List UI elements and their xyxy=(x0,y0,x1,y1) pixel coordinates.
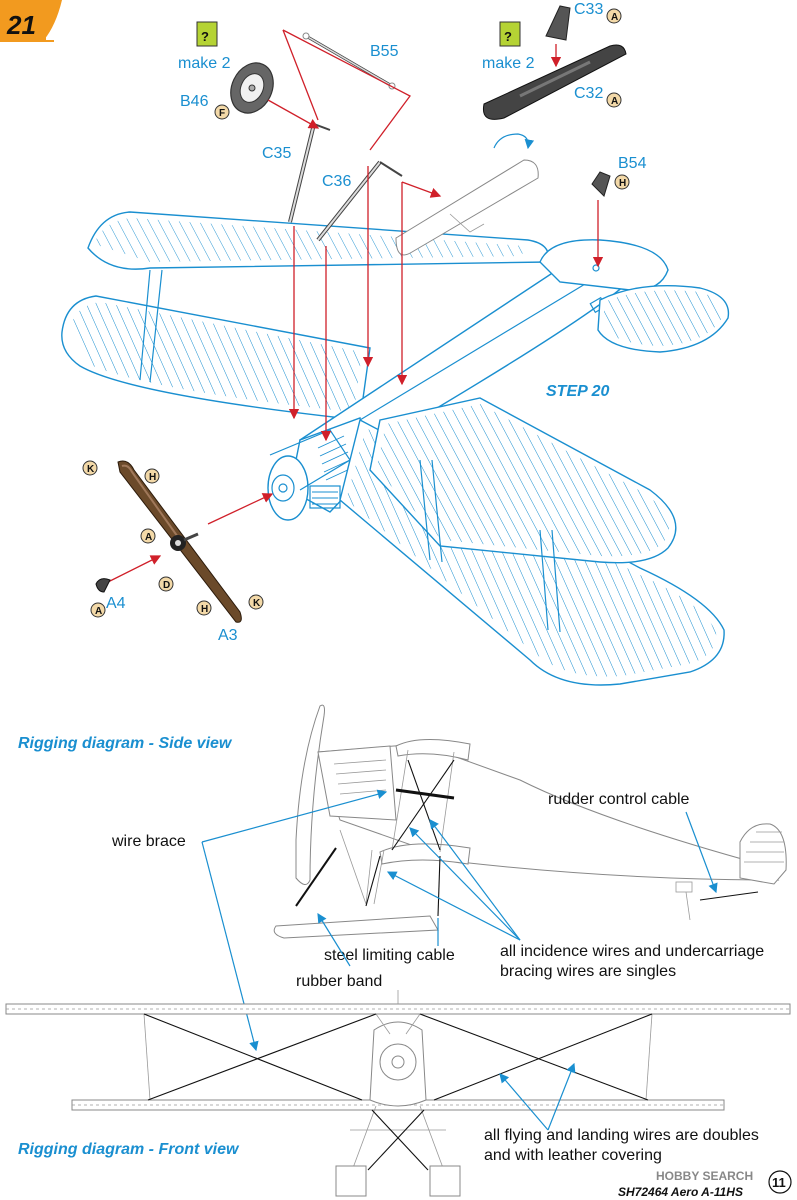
rubber-band-label: rubber band xyxy=(296,973,382,990)
rubber-band-pointer xyxy=(317,912,351,967)
rudder-cable-pointer xyxy=(685,811,718,894)
svg-text:F: F xyxy=(219,108,225,119)
wire-brace-pointer-1 xyxy=(201,789,388,843)
label-b54: B54 xyxy=(618,155,647,172)
flying-line-1: all flying and landing wires are doubles xyxy=(484,1127,759,1144)
svg-text:A: A xyxy=(611,96,618,107)
incidence-line-2: bracing wires are singles xyxy=(500,963,676,980)
svg-text:A: A xyxy=(145,532,152,543)
page-number-badge: 11 xyxy=(768,1170,792,1194)
label-c32: C32 xyxy=(574,85,603,102)
arrow-b46 xyxy=(267,99,320,129)
label-c36: C36 xyxy=(322,173,351,190)
rigging-side-title: Rigging diagram - Side view xyxy=(18,735,233,752)
lower-wing-left xyxy=(61,295,371,421)
part-c36: C36 xyxy=(316,160,403,242)
rigging-front-title: Rigging diagram - Front view xyxy=(18,1141,240,1158)
label-a4: A4 xyxy=(106,595,126,612)
flying-line-2: and with leather covering xyxy=(484,1147,662,1164)
part-c32: C32 xyxy=(482,44,627,120)
red-guides-b55 xyxy=(282,29,411,151)
sub-step-label: STEP 20 xyxy=(546,383,610,400)
paint-badges: F A A H K H A D H K A xyxy=(82,8,630,618)
wire-brace-pointer-2 xyxy=(201,841,259,1052)
part-b55: B55 xyxy=(302,32,399,90)
front-view-aircraft xyxy=(5,990,791,1197)
label-c35: C35 xyxy=(262,145,291,162)
part-b54: B54 xyxy=(591,155,647,197)
flying-wire-pointers xyxy=(499,1062,576,1131)
make2-right: make 2 xyxy=(482,55,535,72)
part-c33: C33 xyxy=(545,1,603,41)
steel-cable-label: steel limiting cable xyxy=(324,947,455,964)
rudder-cable-label: rudder control cable xyxy=(548,791,690,808)
ski-outline xyxy=(395,159,539,256)
side-view-aircraft xyxy=(273,704,787,939)
page-number: 11 xyxy=(772,1175,786,1190)
part-c35: C35 xyxy=(262,123,331,223)
svg-text:K: K xyxy=(87,464,95,475)
svg-text:H: H xyxy=(149,472,156,483)
rotate-arrow xyxy=(493,133,535,150)
svg-text:?: ? xyxy=(201,29,209,44)
svg-text:H: H xyxy=(201,604,208,615)
help-box-right: ? make 2 xyxy=(482,21,535,72)
part-a4-spinner: A4 xyxy=(95,578,126,612)
footer-code: SH72464 Aero A-11HS xyxy=(618,1185,743,1199)
step-number: 21 xyxy=(6,10,36,40)
svg-text:K: K xyxy=(253,598,261,609)
incidence-pointers xyxy=(386,819,521,941)
watermark: HOBBY SEARCH xyxy=(656,1169,753,1183)
svg-text:A: A xyxy=(611,12,618,23)
label-b46: B46 xyxy=(180,93,209,110)
part-b46: B46 xyxy=(180,62,274,114)
part-a3-propeller: A3 xyxy=(117,460,242,644)
upper-wing xyxy=(87,211,550,270)
svg-text:H: H xyxy=(619,178,626,189)
label-b55: B55 xyxy=(370,43,399,60)
svg-text:?: ? xyxy=(504,29,512,44)
interplane-struts xyxy=(139,269,561,633)
incidence-line-1: all incidence wires and undercarriage xyxy=(500,943,764,960)
svg-text:A: A xyxy=(95,606,102,617)
wire-brace-label: wire brace xyxy=(111,833,186,850)
label-c33: C33 xyxy=(574,1,603,18)
upper-wing-right xyxy=(369,397,677,564)
help-box-left: ? make 2 xyxy=(178,21,231,72)
red-down-arrows xyxy=(107,166,604,583)
step-badge: 21 xyxy=(0,0,62,42)
svg-text:D: D xyxy=(163,580,170,591)
label-a3: A3 xyxy=(218,627,238,644)
make2-left: make 2 xyxy=(178,55,231,72)
tail-unit xyxy=(539,239,730,353)
engine-cowl-louvres xyxy=(317,435,353,481)
